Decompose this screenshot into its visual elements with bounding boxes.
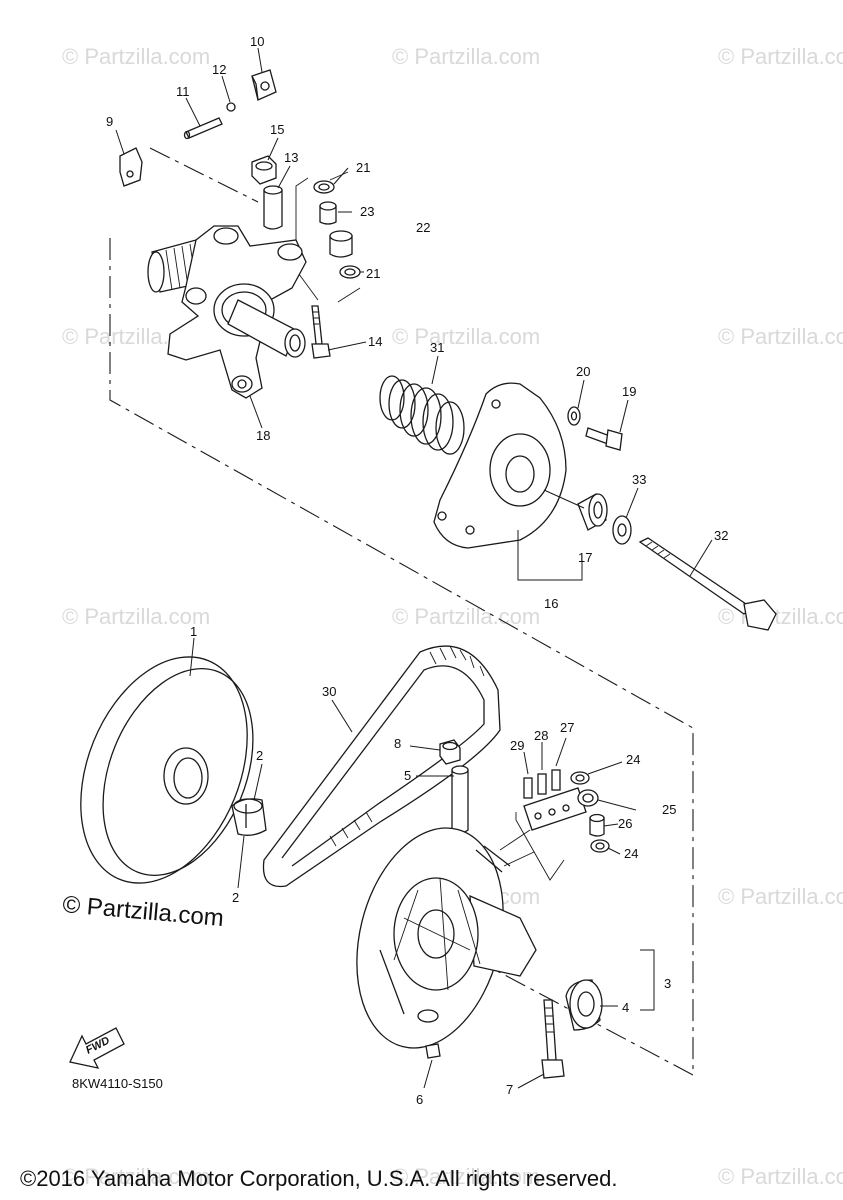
callout-20: 20 <box>576 364 590 379</box>
part-25-bushing <box>577 789 599 807</box>
callout-25: 25 <box>662 802 676 817</box>
callout-18: 17 <box>578 550 592 565</box>
part-9-spider <box>147 225 307 399</box>
part-30-spring <box>379 375 465 455</box>
callout-28: 28 <box>534 728 548 743</box>
part-13-washer <box>226 102 236 112</box>
callout-6: 6 <box>416 1092 423 1107</box>
callout-23: 23 <box>360 204 374 219</box>
callout-31: 30 <box>322 684 336 699</box>
assembly-boundary-line <box>109 238 694 1076</box>
callout-12: 11 <box>176 84 190 99</box>
part-19-bolt <box>585 427 623 451</box>
callout-2: 2 <box>232 890 239 905</box>
copyright-notice: ©2016 Yamaha Motor Corporation, U.S.A. A… <box>20 1166 617 1191</box>
fwd-arrow-icon: FWD <box>69 1027 125 1069</box>
watermark: © Partzilla.com <box>392 44 540 69</box>
part-2-bushing <box>231 798 267 836</box>
leader-bracket <box>517 530 583 581</box>
part-31-belt <box>262 645 501 888</box>
part-32-bolt <box>638 537 777 631</box>
watermark: © Partzilla.com <box>392 604 540 629</box>
part-24-washer-top <box>570 771 590 785</box>
watermark: © Partzilla.com <box>718 1164 843 1189</box>
part-23-bushing <box>319 201 337 225</box>
callout-10: 9 <box>106 114 113 129</box>
watermark: © Partzilla.com <box>392 324 540 349</box>
part-22-bushing-assembly <box>329 230 353 258</box>
part-21-washer-top <box>313 180 335 194</box>
part-12-pin <box>183 117 223 140</box>
part-11-nut <box>251 69 277 101</box>
callout-24: 24 <box>626 752 640 767</box>
callout-labels: 10 12 11 9 15 13 21 23 22 21 14 18 31 20… <box>106 34 728 1107</box>
leader-bracket <box>295 177 319 301</box>
callout-14: 13 <box>284 150 298 165</box>
leader-bracket <box>329 171 349 181</box>
part-24-washer-bottom <box>590 839 610 853</box>
callout-2: 2 <box>256 748 263 763</box>
callout-32: 32 <box>714 528 728 543</box>
callout-15: 14 <box>368 334 382 349</box>
part-33-washer <box>612 515 632 545</box>
callout-22: 22 <box>416 220 430 235</box>
callout-3: 3 <box>664 976 671 991</box>
part-10-slider <box>119 147 143 187</box>
part-15-bolt <box>311 305 331 359</box>
callout-24: 24 <box>624 846 638 861</box>
callout-4: 4 <box>622 1000 629 1015</box>
callout-7: 7 <box>506 1082 513 1097</box>
callout-17: 16 <box>544 596 558 611</box>
callout-30: 31 <box>430 340 444 355</box>
leader-bracket <box>515 812 565 881</box>
watermark: © Partzilla.com <box>62 1164 210 1189</box>
callout-16: 15 <box>270 122 284 137</box>
leader-lines <box>115 47 713 1089</box>
part-3-moveable-sheave <box>356 827 537 1049</box>
watermark: © Partzilla.com <box>62 44 210 69</box>
leader-bracket <box>337 287 361 303</box>
partzilla-brand-mark: © Partzilla.com <box>61 891 224 932</box>
watermark: © Partzilla.com <box>718 884 843 909</box>
callout-19: 19 <box>622 384 636 399</box>
leader-bracket <box>640 949 655 1011</box>
part-14-sleeve <box>263 185 283 230</box>
callout-27: 27 <box>560 720 574 735</box>
leader-bracket <box>503 851 535 867</box>
callout-26: 26 <box>618 816 632 831</box>
part-4-bushing <box>565 979 603 1031</box>
callout-21: 21 <box>366 266 380 281</box>
part-21-washer-bottom <box>339 265 361 279</box>
part-1-sheave <box>80 656 254 884</box>
callout-29: 29 <box>510 738 524 753</box>
callout-8: 8 <box>394 736 401 751</box>
part-5-pin <box>451 765 469 834</box>
callout-33: 33 <box>632 472 646 487</box>
assembly-boundary-line <box>149 147 259 203</box>
callout-5: 5 <box>404 768 411 783</box>
callout-21: 21 <box>356 160 370 175</box>
part-18-bushing <box>577 493 608 531</box>
callout-13: 12 <box>212 62 226 77</box>
watermark: © Partzilla.com <box>62 604 210 629</box>
part-16-nut <box>251 155 277 185</box>
part-26-sleeve <box>589 813 605 837</box>
part-20-washer <box>567 406 581 426</box>
part-27-28-29-rollers <box>523 769 587 831</box>
watermark: © Partzilla.com <box>718 324 843 349</box>
callout-11: 10 <box>250 34 264 49</box>
part-7-bolt <box>541 999 565 1079</box>
part-6-slider <box>425 1043 441 1059</box>
callout-1: 1 <box>190 624 197 639</box>
part-8-nut <box>439 739 461 765</box>
watermark: © Partzilla.com <box>392 1164 540 1189</box>
leader-bracket <box>499 829 531 851</box>
callout-9: 18 <box>256 428 270 443</box>
watermark: © Partzilla.com <box>718 44 843 69</box>
diagram-code: 8KW4110-S150 <box>72 1076 163 1091</box>
part-17-cover <box>433 382 567 549</box>
